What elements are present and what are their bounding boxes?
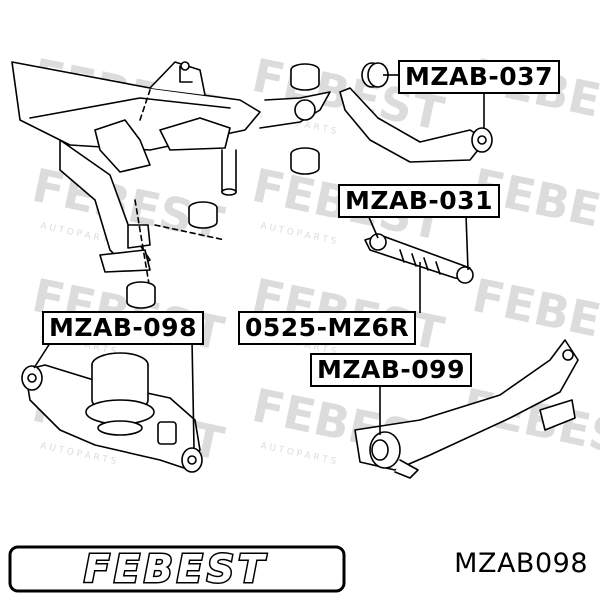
trailing-arm-drawing <box>354 339 579 479</box>
callout-0525-mz6r: 0525-MZ6R <box>238 311 417 345</box>
leader-line <box>191 339 195 449</box>
leader-line <box>367 214 379 239</box>
callout-mzab-099: MZAB-099 <box>310 353 472 387</box>
callout-mzab-031: MZAB-031 <box>338 184 500 218</box>
logo-mark: FEBEST <box>8 545 346 593</box>
logo-text: FEBEST <box>84 547 268 591</box>
callout-mzab-037: MZAB-037 <box>398 60 560 94</box>
lower-arm-drawing <box>21 352 203 473</box>
toe-link-drawing <box>364 233 474 284</box>
rear-subframe-drawing <box>11 61 331 291</box>
bushing-drawing <box>126 63 320 309</box>
leader-line <box>465 214 469 271</box>
febest-logo: FEBEST <box>8 545 348 597</box>
watermark-text: FEBEST <box>468 268 600 361</box>
callout-mzab-098: MZAB-098 <box>42 311 204 345</box>
upper-arm-drawing <box>339 62 493 163</box>
part-number: MZAB098 <box>454 548 588 579</box>
